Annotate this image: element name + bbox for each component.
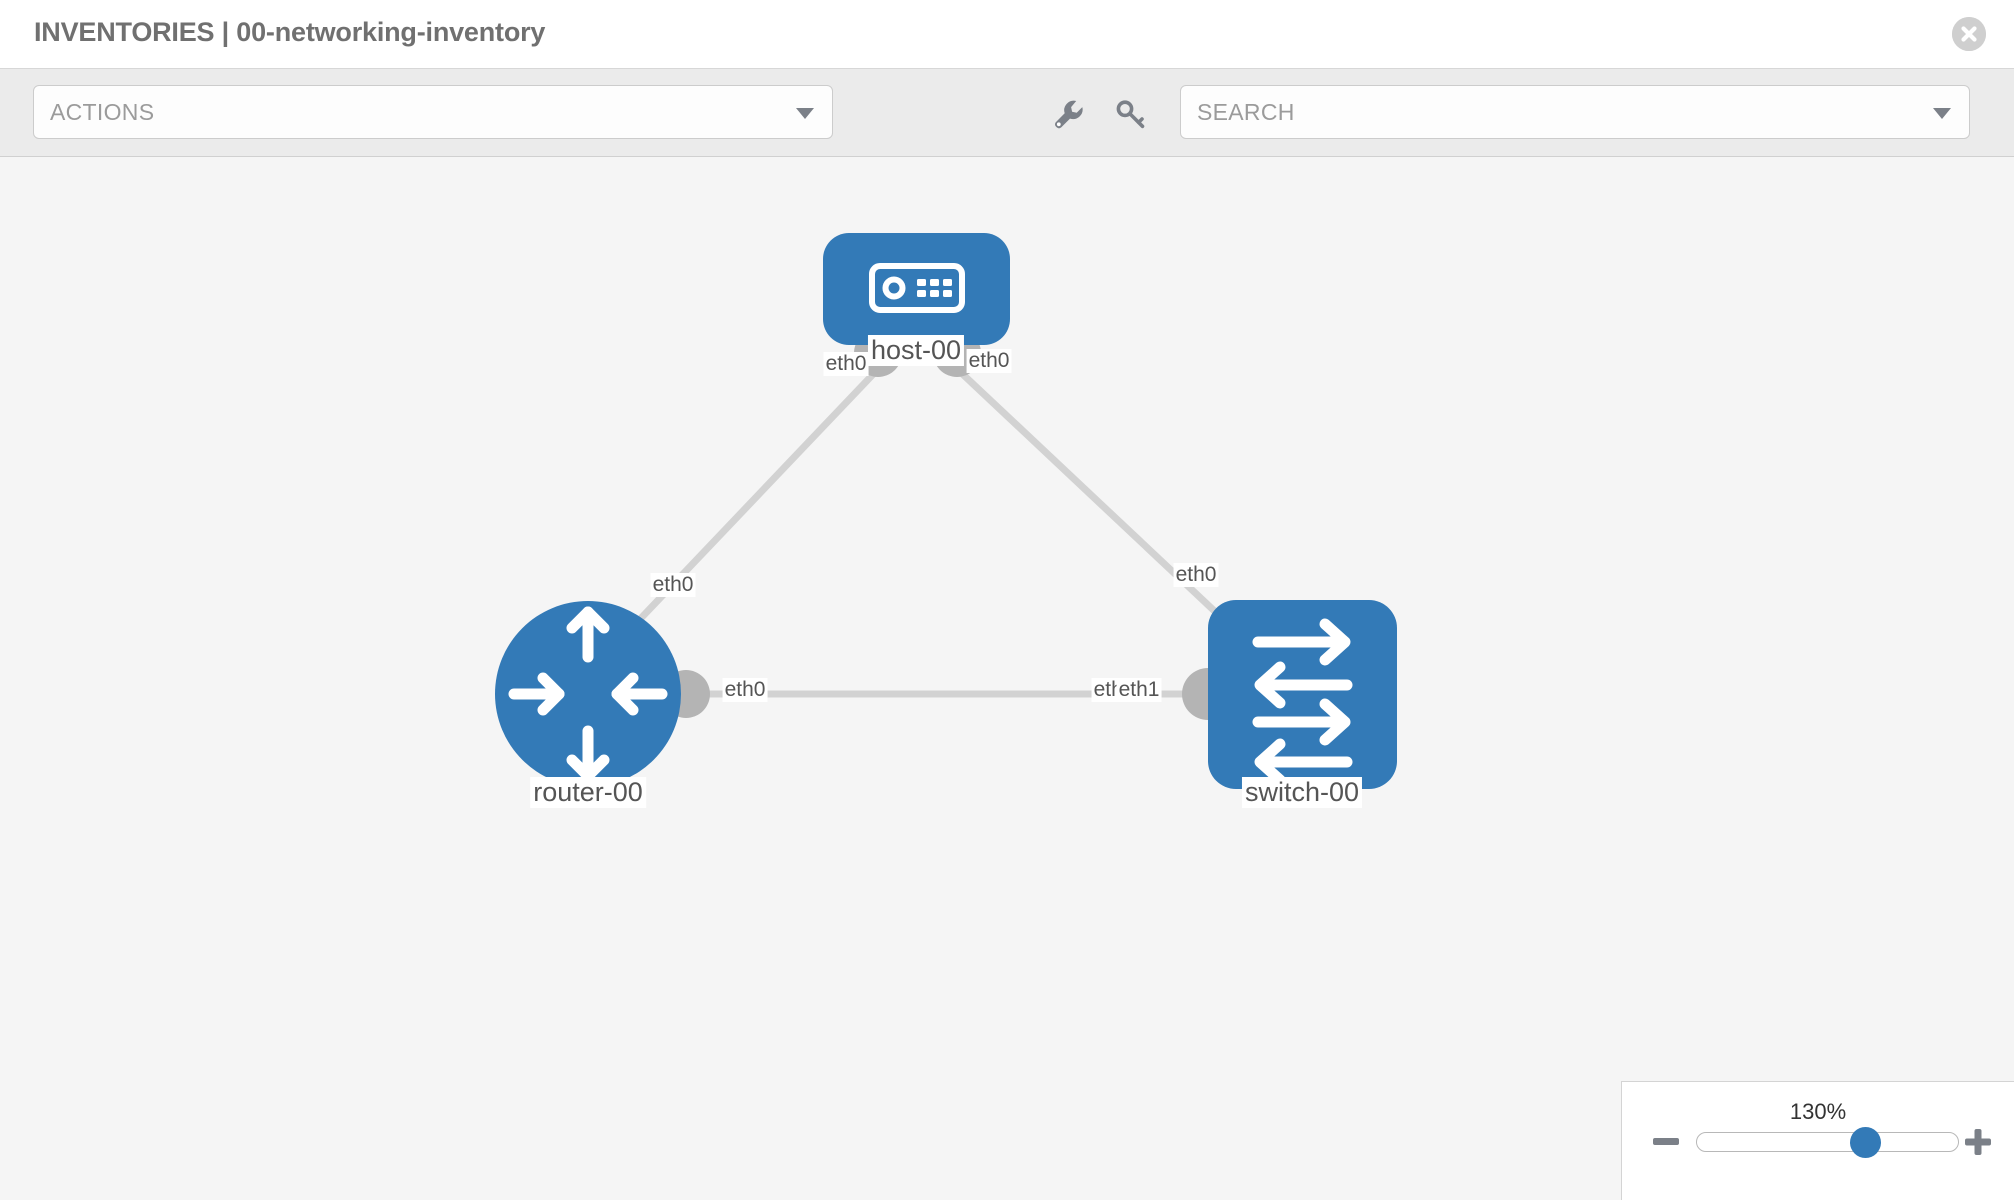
page-title: INVENTORIES | 00-networking-inventory	[34, 17, 546, 47]
node-switch-00[interactable]	[1208, 600, 1397, 789]
edge-label-router00-eth0-uplink: eth0	[650, 573, 696, 597]
wrench-icon[interactable]	[1046, 93, 1086, 133]
search-input[interactable]: SEARCH	[1180, 85, 1970, 139]
link-host00-router00	[601, 364, 883, 660]
edge-label-router00-eth0: eth0	[722, 678, 768, 702]
node-host-00[interactable]	[823, 233, 1010, 345]
edge-label-switch00-eth1: eth1	[1116, 678, 1162, 702]
node-label-switch-00: switch-00	[1241, 777, 1363, 808]
actions-dropdown[interactable]: ACTIONS	[33, 85, 833, 139]
zoom-slider-thumb[interactable]	[1849, 1127, 1881, 1158]
page-header: INVENTORIES | 00-networking-inventory	[0, 0, 2014, 69]
search-placeholder: SEARCH	[1197, 99, 1295, 125]
topology-ports	[662, 329, 1264, 720]
zoom-slider[interactable]	[1696, 1127, 1959, 1158]
key-icon[interactable]	[1110, 93, 1150, 133]
minus-icon[interactable]	[1652, 1128, 1680, 1156]
close-icon[interactable]	[1952, 17, 1986, 51]
chevron-down-icon[interactable]	[1933, 108, 1951, 119]
node-label-host-00: host-00	[867, 335, 965, 366]
node-label-router-00: router-00	[530, 777, 646, 808]
plus-icon[interactable]	[1964, 1128, 1992, 1156]
zoom-control-panel: 130%	[1621, 1081, 2014, 1200]
router-arrows-icon	[508, 606, 668, 782]
switch-arrows-icon	[1252, 618, 1353, 786]
topology-links	[601, 364, 1243, 698]
server-icon	[869, 263, 965, 313]
actions-dropdown-label: ACTIONS	[50, 99, 155, 125]
edge-label-host00-eth0-left: eth0	[823, 352, 869, 376]
topology-canvas[interactable]: host-00 router-00 switch-00 eth0 eth0 et…	[0, 157, 2014, 1200]
node-router-00[interactable]	[495, 601, 681, 787]
topology-graph	[495, 233, 1397, 789]
toolbar: ACTIONS SEARCH	[0, 69, 2014, 157]
chevron-down-icon	[796, 108, 814, 119]
edge-label-host00-eth0-right: eth0	[966, 349, 1012, 373]
edge-label-switch00-eth0-uplink: eth0	[1173, 563, 1219, 587]
zoom-level-label: 130%	[1789, 1099, 1847, 1124]
link-host00-switch00	[952, 364, 1243, 638]
